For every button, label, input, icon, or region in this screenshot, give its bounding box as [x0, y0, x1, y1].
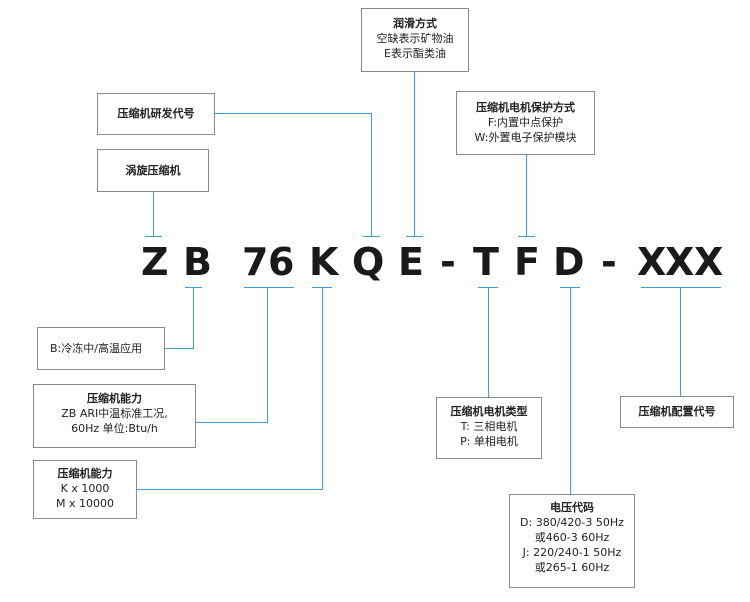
motor-type-line-2: P: 单相电机 — [460, 435, 518, 448]
motor-protection-line-1: F:内置中点保护 — [487, 116, 564, 129]
motor-type-line-1: T: 三相电机 — [460, 420, 518, 433]
config-box: 压缩机配置代号 — [620, 396, 734, 428]
voltage-line-1: D: 380/420-3 50Hz — [520, 516, 624, 529]
code-char-b: B — [183, 240, 212, 284]
motor-protection-box: 压缩机电机保护方式 F:内置中点保护 W:外置电子保护模块 — [456, 91, 595, 155]
motor-protection-line-2: W:外置电子保护模块 — [474, 131, 577, 144]
dev-code-title: 压缩机研发代号 — [117, 107, 195, 120]
voltage-line-3: J: 220/240-1 50Hz — [522, 546, 622, 559]
application-line-1: B:冷冻中/高温应用 — [50, 342, 142, 355]
connector-voltage-v — [570, 287, 571, 494]
code-char-e: E — [398, 240, 424, 284]
code-char-z: Z — [141, 240, 169, 284]
motor-type-title: 压缩机电机类型 — [450, 405, 528, 418]
connector-config-tick — [641, 287, 721, 288]
code-char-f: F — [514, 240, 540, 284]
code-char-x2: X — [665, 240, 695, 284]
capacity-title: 压缩机能力 — [87, 392, 142, 405]
lubricant-line-1: 空缺表示矿物油 — [376, 32, 454, 45]
code-char-d: D — [553, 240, 585, 284]
connector-capacity-unit-v — [322, 287, 323, 489]
connector-capacity-tick — [244, 287, 294, 288]
connector-capacity-v — [267, 287, 268, 422]
lubricant-title: 润滑方式 — [393, 17, 437, 30]
capacity-unit-box: 压缩机能力 K x 1000 M x 10000 — [33, 460, 137, 519]
capacity-line-2: 60Hz 单位:Btu/h — [71, 422, 158, 435]
connector-scroll-tick — [145, 236, 162, 237]
code-char-t: T — [473, 240, 499, 284]
capacity-unit-line-2: M x 10000 — [56, 497, 114, 510]
voltage-line-2: 或460-3 60Hz — [534, 531, 610, 544]
capacity-line-1: ZB ARI中温标准工况, — [61, 407, 168, 420]
voltage-title: 电压代码 — [550, 501, 594, 514]
capacity-box: 压缩机能力 ZB ARI中温标准工况, 60Hz 单位:Btu/h — [33, 384, 196, 448]
config-title: 压缩机配置代号 — [638, 405, 716, 418]
scroll-compressor-box: 涡旋压缩机 — [97, 149, 209, 192]
motor-protection-title: 压缩机电机保护方式 — [476, 101, 575, 114]
code-char-dash-2: - — [601, 240, 617, 284]
application-box: B:冷冻中/高温应用 — [37, 327, 165, 370]
capacity-unit-title: 压缩机能力 — [57, 467, 113, 480]
connector-scroll — [153, 192, 154, 236]
code-char-7: 7 — [242, 240, 269, 284]
connector-motor-protection — [526, 155, 527, 236]
connector-application-h — [165, 348, 194, 349]
motor-type-box: 压缩机电机类型 T: 三相电机 P: 单相电机 — [436, 397, 542, 459]
connector-capacity-unit-h — [137, 489, 323, 490]
connector-dev-code-v — [371, 113, 372, 236]
code-char-dash-1: - — [440, 240, 456, 284]
lubricant-box: 润滑方式 空缺表示矿物油 E表示酯类油 — [361, 8, 469, 72]
code-char-q: Q — [352, 240, 385, 284]
code-char-k: K — [309, 240, 339, 284]
connector-config-v — [680, 287, 681, 396]
connector-motor-type-v — [488, 287, 489, 397]
scroll-compressor-title: 涡旋压缩机 — [125, 164, 181, 177]
connector-capacity-h — [196, 422, 268, 423]
connector-application-v — [193, 287, 194, 348]
voltage-line-4: 或265-1 60Hz — [534, 561, 610, 574]
connector-motor-protection-tick — [518, 236, 535, 237]
voltage-box: 电压代码 D: 380/420-3 50Hz 或460-3 60Hz J: 22… — [509, 494, 635, 588]
connector-lubricant-tick — [406, 236, 423, 237]
connector-dev-code-h — [204, 113, 371, 114]
code-char-x1: X — [637, 240, 667, 284]
code-char-6: 6 — [268, 240, 295, 284]
connector-dev-code-tick — [363, 236, 380, 237]
code-char-x3: X — [694, 240, 724, 284]
capacity-unit-line-1: K x 1000 — [60, 482, 110, 495]
lubricant-line-2: E表示酯类油 — [384, 47, 446, 60]
dev-code-box: 压缩机研发代号 — [97, 93, 215, 135]
connector-lubricant — [414, 72, 415, 236]
